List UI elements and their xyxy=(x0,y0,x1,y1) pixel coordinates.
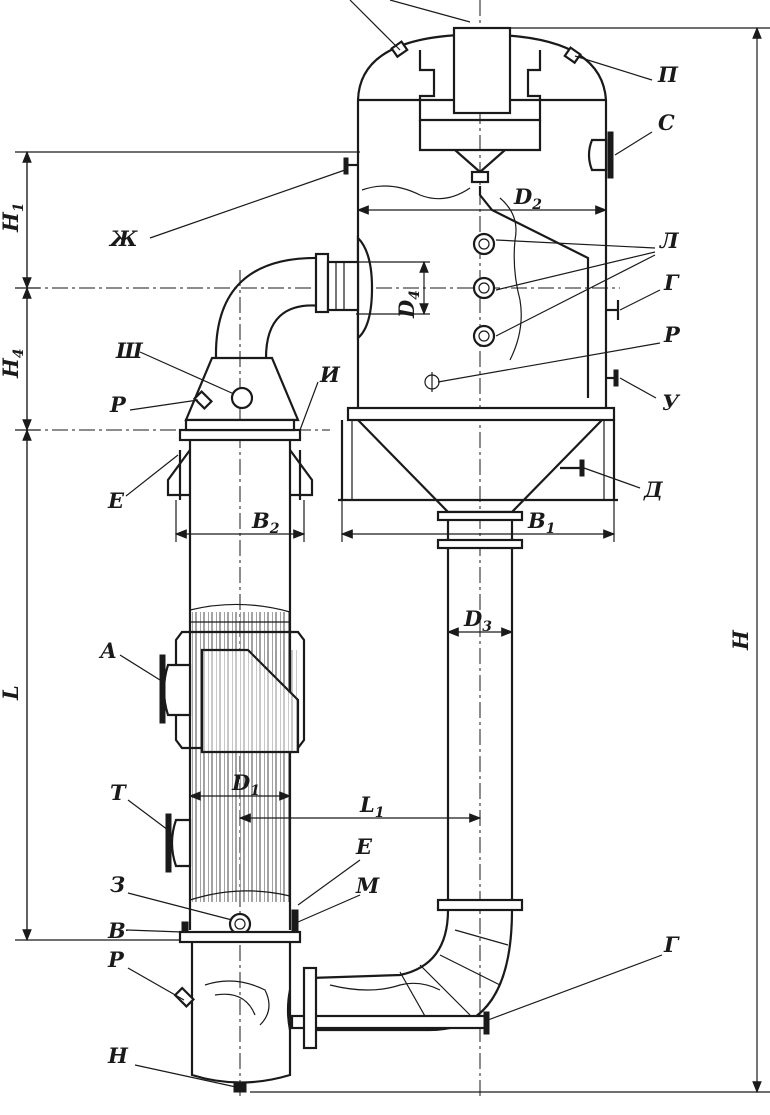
separator-vessel xyxy=(338,26,620,550)
label-R-bottom: Р xyxy=(107,947,125,972)
label-A: А xyxy=(98,638,117,663)
vapor-elbow xyxy=(184,252,360,422)
label-Zh: Ж xyxy=(108,226,138,251)
evaporator-column xyxy=(159,418,314,1093)
dim-H1: H1 xyxy=(0,202,27,233)
dim-H: H xyxy=(728,629,753,651)
dim-D3: D3 xyxy=(463,606,492,635)
leader-lines xyxy=(119,0,663,1088)
label-N: Н xyxy=(107,1043,129,1068)
label-I: И xyxy=(319,362,341,387)
dimension-lines xyxy=(15,26,770,1094)
label-P: П xyxy=(657,62,679,87)
svg-text:H: H xyxy=(728,629,753,651)
dim-B2: B2 xyxy=(251,508,280,537)
dim-D2: D2 xyxy=(513,184,542,213)
dim-D4: D4 xyxy=(394,290,423,319)
label-E-top: Е xyxy=(107,488,125,513)
label-T: Т xyxy=(110,780,127,805)
label-G-top: Г xyxy=(663,270,680,295)
dim-L1: L1 xyxy=(359,792,385,821)
label-M: М xyxy=(355,873,380,898)
letter-labels: П С Ж Л Г Р У Д Ш Р И Е А Т З В Е М Г Р … xyxy=(98,62,681,1068)
label-G-bottom: Г xyxy=(663,932,680,957)
dim-B1: B1 xyxy=(527,508,556,537)
circulation-pipe xyxy=(286,548,524,1050)
label-Z: З xyxy=(110,872,125,897)
dim-H4: H4 xyxy=(0,348,27,379)
label-R-left: Р xyxy=(109,392,127,417)
svg-text:L: L xyxy=(0,685,23,701)
dim-L: L xyxy=(0,685,23,701)
label-R-right: Р xyxy=(663,322,681,347)
label-U: У xyxy=(662,390,681,415)
label-D: Д xyxy=(643,477,664,502)
svg-text:H4: H4 xyxy=(0,348,27,379)
dimension-labels: H1 H4 L H D4 D2 D3 D1 B1 B2 L1 xyxy=(0,184,753,821)
label-V: В xyxy=(107,918,126,943)
dim-D1: D1 xyxy=(231,770,260,799)
label-C: С xyxy=(658,110,675,135)
svg-text:H1: H1 xyxy=(0,202,27,233)
label-L: Л xyxy=(659,228,680,253)
svg-text:D4: D4 xyxy=(394,290,423,319)
label-E-bottom: Е xyxy=(355,834,373,859)
label-Sh: Ш xyxy=(115,338,144,363)
